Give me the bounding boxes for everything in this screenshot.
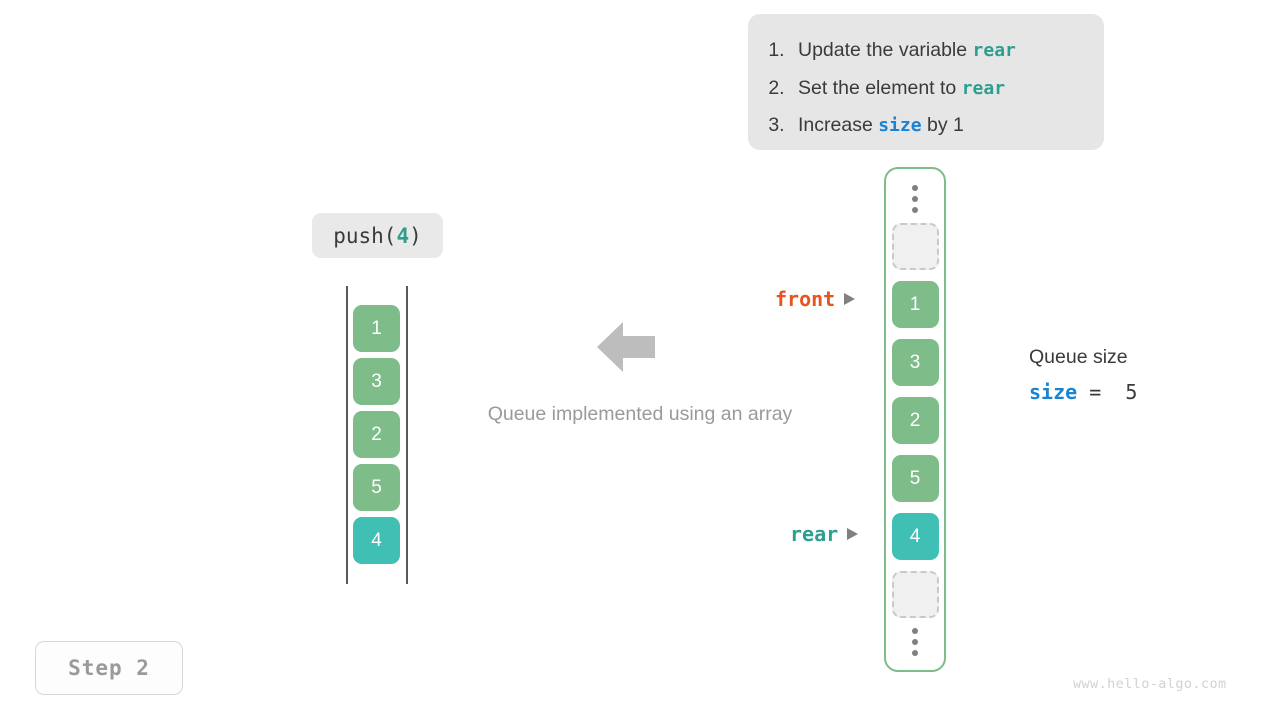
queue-cell: 2	[891, 397, 939, 444]
array-cell: 1	[353, 305, 400, 352]
instruction-code-token: size	[878, 115, 922, 136]
operation-paren-close: )	[409, 223, 422, 248]
watermark: www.hello-algo.com	[1073, 676, 1227, 692]
queue-size-title: Queue size	[1029, 346, 1128, 368]
vertical-ellipsis-icon	[912, 624, 918, 660]
arrow-right-icon	[847, 528, 859, 540]
rear-pointer-label: rear	[790, 522, 839, 546]
queue-container: 1 3 2 5 4	[884, 167, 946, 672]
array-bracket-left	[346, 286, 348, 584]
front-pointer: front	[775, 287, 856, 311]
instruction-item: Update the variable rear	[790, 32, 1082, 70]
instruction-item: Set the element to rear	[790, 70, 1082, 108]
instruction-panel: Update the variable rear Set the element…	[748, 14, 1104, 150]
instruction-list: Update the variable rear Set the element…	[762, 32, 1082, 145]
instruction-text-prefix: Set the element to	[798, 76, 962, 99]
array-visualization: 1 3 2 5 4	[346, 286, 408, 584]
instruction-text-prefix: Update the variable	[798, 39, 973, 61]
queue-size-expression: size = 5	[1029, 380, 1137, 404]
queue-size-readout: Queue size size = 5	[1029, 343, 1137, 404]
queue-cell-empty	[891, 571, 939, 618]
queue-cell-highlighted: 4	[891, 513, 939, 560]
size-value-expression: = 5	[1077, 380, 1138, 404]
queue-cell: 3	[891, 339, 939, 386]
instruction-item: Increase size by 1	[790, 107, 1082, 145]
arrow-right-icon	[844, 293, 856, 305]
queue-cell-empty	[891, 223, 939, 270]
array-bracket-right	[406, 286, 408, 584]
instruction-code-token: rear	[972, 40, 1016, 61]
array-cell-list: 1 3 2 5 4	[353, 305, 400, 564]
step-badge: Step 2	[35, 641, 183, 695]
operation-argument: 4	[396, 223, 410, 248]
left-arrow-icon	[597, 322, 655, 372]
instruction-text-suffix: by 1	[921, 114, 964, 136]
vertical-ellipsis-icon	[912, 181, 918, 217]
queue-cell: 1	[891, 281, 939, 328]
operation-label: push(4)	[312, 213, 443, 258]
queue-cell-list: 1 3 2 5 4	[891, 223, 939, 618]
front-pointer-label: front	[775, 287, 836, 311]
array-cell: 2	[353, 411, 400, 458]
instruction-code-token: rear	[961, 77, 1006, 99]
rear-pointer: rear	[790, 522, 859, 546]
operation-function-name: push(	[333, 223, 397, 248]
array-cell: 3	[353, 358, 400, 405]
array-cell-highlighted: 4	[353, 517, 400, 564]
instruction-text-prefix: Increase	[798, 114, 879, 136]
diagram-caption: Queue implemented using an array	[487, 403, 793, 425]
size-variable-name: size	[1029, 380, 1078, 404]
queue-cell: 5	[891, 455, 939, 502]
array-cell: 5	[353, 464, 400, 511]
